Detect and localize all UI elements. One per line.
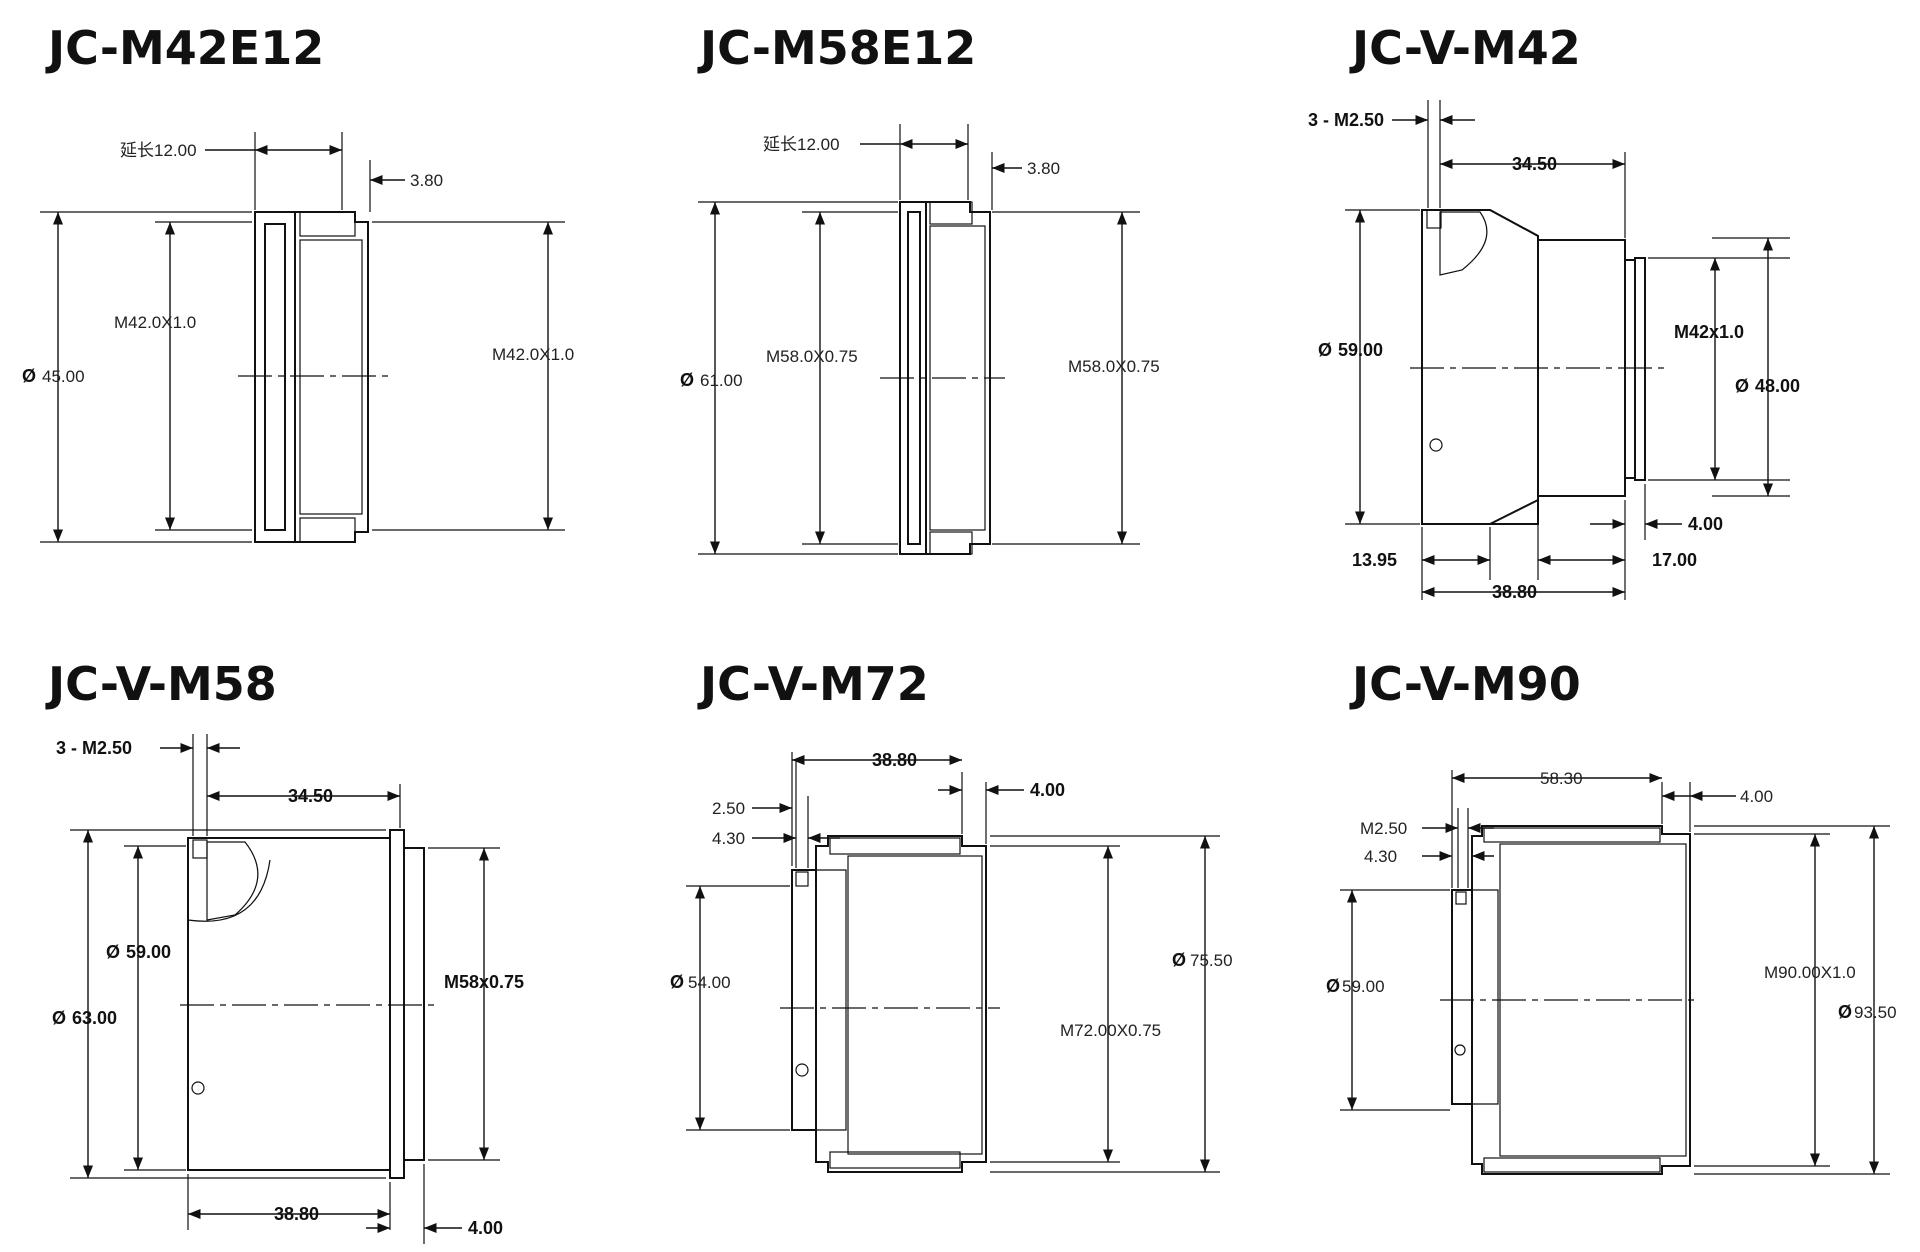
diameter-symbol-icon: Ø	[1326, 976, 1340, 996]
hatch-pattern	[929, 531, 973, 555]
part-flange	[791, 869, 817, 1131]
dim-thread: M58x0.75	[444, 972, 524, 992]
drawing-title: JC-V-M72	[697, 657, 929, 711]
dim-thread-left: M58.0X0.75	[766, 347, 858, 366]
dim-dia-59: 59.00	[126, 942, 171, 962]
dim-4-30: 4.30	[712, 829, 745, 848]
dim-screw: 3 - M2.50	[56, 738, 132, 758]
drawing-jc-v-m90: JC-V-M90 58.30 4.00 M2.50 4.30 Ø	[1326, 657, 1897, 1175]
hatch-pattern	[929, 201, 973, 225]
part-body	[187, 837, 391, 1171]
dim-dia-93: 93.50	[1854, 1003, 1897, 1022]
hatch-pattern	[299, 211, 356, 237]
dim-dia-59: 59.00	[1338, 340, 1383, 360]
dim-13-95: 13.95	[1352, 550, 1397, 570]
part-bore	[847, 855, 983, 1155]
dim-dia-48: 48.00	[1755, 376, 1800, 396]
dim-thread: M72.00X0.75	[1060, 1021, 1161, 1040]
screw-hole-icon	[795, 1063, 809, 1077]
dim-2-50: 2.50	[712, 799, 745, 818]
part-thread-rear	[1634, 257, 1646, 481]
part-bore	[299, 239, 363, 515]
dim-34-50: 34.50	[288, 786, 333, 806]
dim-screw: 3 - M2.50	[1308, 110, 1384, 130]
dim-diameter: 61.00	[700, 371, 743, 390]
screw-hole-icon	[1426, 209, 1442, 229]
part-cutaway	[187, 859, 271, 922]
part-flange	[1451, 889, 1473, 1105]
drawing-jc-m42e12: JC-M42E12 延长12.00 3.80 Ø 45.00 M42.0X1.0…	[22, 21, 574, 543]
hatch-pattern	[829, 837, 961, 855]
dim-3-80: 3.80	[1027, 159, 1060, 178]
drawing-title: JC-M42E12	[45, 21, 324, 75]
dim-m2-50: M2.50	[1360, 819, 1407, 838]
dim-thread-left: M42.0X1.0	[114, 313, 196, 332]
screw-hole-icon	[1455, 891, 1467, 905]
part-thread	[403, 847, 425, 1161]
dim-thread: M90.00X1.0	[1764, 963, 1856, 982]
drawing-title: JC-V-M42	[1349, 21, 1581, 75]
diameter-symbol-icon: Ø	[680, 370, 694, 390]
dim-dia-63: 63.00	[72, 1008, 117, 1028]
hatch-pattern	[1483, 827, 1661, 843]
hatch-pattern	[1483, 1157, 1661, 1173]
diameter-symbol-icon: Ø	[1318, 340, 1332, 360]
part-body	[815, 835, 987, 1173]
dim-thread: M42x1.0	[1674, 322, 1744, 342]
drawing-title: JC-V-M90	[1349, 657, 1581, 711]
dim-17-00: 17.00	[1652, 550, 1697, 570]
dim-4-00: 4.00	[1740, 787, 1773, 806]
hatch-pattern	[829, 1151, 961, 1169]
dim-38-80: 38.80	[274, 1204, 319, 1224]
dim-thread-right: M42.0X1.0	[492, 345, 574, 364]
part-flange-inner	[264, 223, 286, 531]
dim-38-80: 38.80	[1492, 582, 1537, 602]
hatch-pattern	[1471, 889, 1499, 1105]
dim-38-80: 38.80	[872, 750, 917, 770]
dim-4-00: 4.00	[468, 1218, 503, 1238]
part-body	[1471, 825, 1691, 1175]
dim-3-80: 3.80	[410, 171, 443, 190]
dim-dia-59: 59.00	[1342, 977, 1385, 996]
diameter-symbol-icon: Ø	[1838, 1002, 1852, 1022]
diameter-symbol-icon: Ø	[1735, 376, 1749, 396]
screw-hole-icon	[795, 871, 809, 887]
drawing-jc-v-m42: JC-V-M42 3 - M2.50 34.50 Ø 59.00 M	[1308, 21, 1800, 602]
drawing-title: JC-M58E12	[697, 21, 976, 75]
dim-4-00: 4.00	[1030, 780, 1065, 800]
dim-58-30: 58.30	[1540, 769, 1583, 788]
part-flange	[389, 829, 405, 1179]
hatch-pattern	[815, 869, 847, 1131]
diameter-symbol-icon: Ø	[1172, 950, 1186, 970]
part-flange-rear	[1624, 259, 1636, 479]
diameter-symbol-icon: Ø	[52, 1008, 66, 1028]
screw-hole-icon	[191, 1081, 205, 1095]
diameter-symbol-icon: Ø	[22, 366, 36, 386]
dim-extension: 延长12.00	[763, 135, 840, 154]
drawing-title: JC-V-M58	[45, 657, 277, 711]
part-body	[294, 211, 369, 543]
dim-4-00: 4.00	[1688, 514, 1723, 534]
diameter-symbol-icon: Ø	[670, 972, 684, 992]
dim-diameter: 45.00	[42, 367, 85, 386]
hatch-pattern	[1439, 211, 1488, 276]
dim-dia-75: 75.50	[1190, 951, 1233, 970]
dim-extension: 延长12.00	[120, 141, 197, 160]
screw-hole-icon	[1429, 438, 1443, 452]
drawing-jc-v-m72: JC-V-M72 38.80 4.00 2.50 4.30 Ø 54	[670, 657, 1233, 1173]
dim-4-30: 4.30	[1364, 847, 1397, 866]
hatch-pattern	[299, 517, 356, 543]
dim-thread-right: M58.0X0.75	[1068, 357, 1160, 376]
dim-34-50: 34.50	[1512, 154, 1557, 174]
drawing-jc-m58e12: JC-M58E12 延长12.00 3.80 Ø 61.00 M58.0X0.7…	[680, 21, 1160, 555]
dim-dia-54: 54.00	[688, 973, 731, 992]
drawing-jc-v-m58: JC-V-M58 3 - M2.50 34.50 Ø 63.00 Ø 59.00	[45, 657, 524, 1244]
diameter-symbol-icon: Ø	[106, 942, 120, 962]
screw-hole-icon	[1454, 1044, 1466, 1056]
